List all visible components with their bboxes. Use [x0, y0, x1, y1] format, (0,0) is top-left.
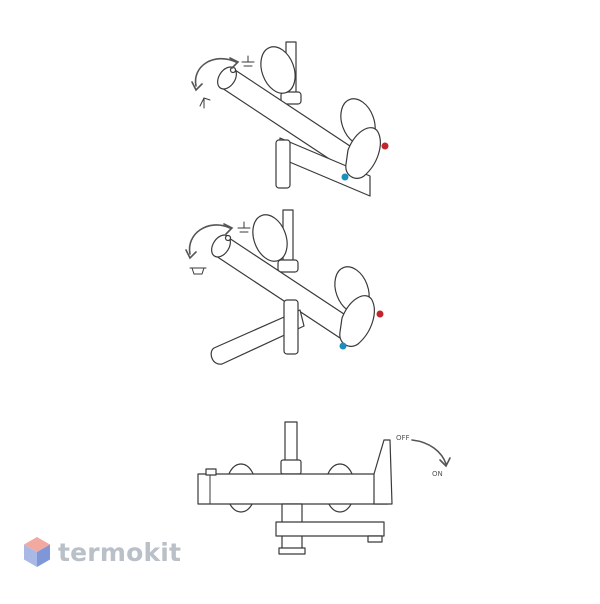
knob-cap — [205, 468, 217, 476]
figure-shower-mode — [191, 41, 389, 197]
shower-head-icon — [237, 221, 251, 233]
shower-head-icon — [241, 55, 255, 67]
switch-off-label: OFF — [396, 434, 410, 442]
pipe-connector — [277, 259, 299, 273]
bathtub-icon — [189, 267, 207, 275]
spout-outlet — [278, 547, 306, 555]
off-to-on-arrow-icon — [411, 439, 447, 465]
spout — [275, 521, 385, 537]
wall-rosette-left — [252, 214, 288, 262]
cold-indicator-dot — [339, 342, 347, 350]
rotate-arrow-icon — [194, 57, 237, 87]
spout-outlet — [275, 139, 291, 189]
diverter-lever — [373, 439, 393, 505]
hand-shower-icon — [199, 97, 211, 109]
knob-marker — [224, 234, 232, 242]
riser-pipe — [284, 421, 298, 463]
hot-indicator-dot — [376, 310, 384, 318]
brand-watermark: termokit — [22, 535, 181, 569]
figure-front-view: OFF ON — [197, 421, 451, 555]
wall-rosette-left — [260, 46, 296, 94]
rotate-arrow-head-top — [223, 223, 234, 235]
rotate-arrow-head-top — [229, 57, 240, 69]
hexagon-logo-icon — [24, 537, 50, 567]
switch-on-label: ON — [432, 470, 443, 478]
rotate-arrow-icon — [188, 224, 231, 255]
pipe-connector — [280, 91, 302, 105]
pipe-connector — [280, 459, 302, 475]
mixer-body — [197, 473, 389, 505]
hot-indicator-dot — [381, 142, 389, 150]
mixer-lever — [345, 127, 381, 179]
cold-indicator-dot — [341, 173, 349, 181]
figure-bath-mode — [185, 209, 384, 365]
spout-tip — [367, 535, 383, 543]
off-to-on-arrow-head — [439, 457, 451, 468]
rotate-arrow-head — [191, 81, 203, 92]
brand-name: termokit — [58, 537, 182, 567]
spout-outlet — [283, 299, 299, 355]
rotate-arrow-head — [185, 249, 197, 260]
